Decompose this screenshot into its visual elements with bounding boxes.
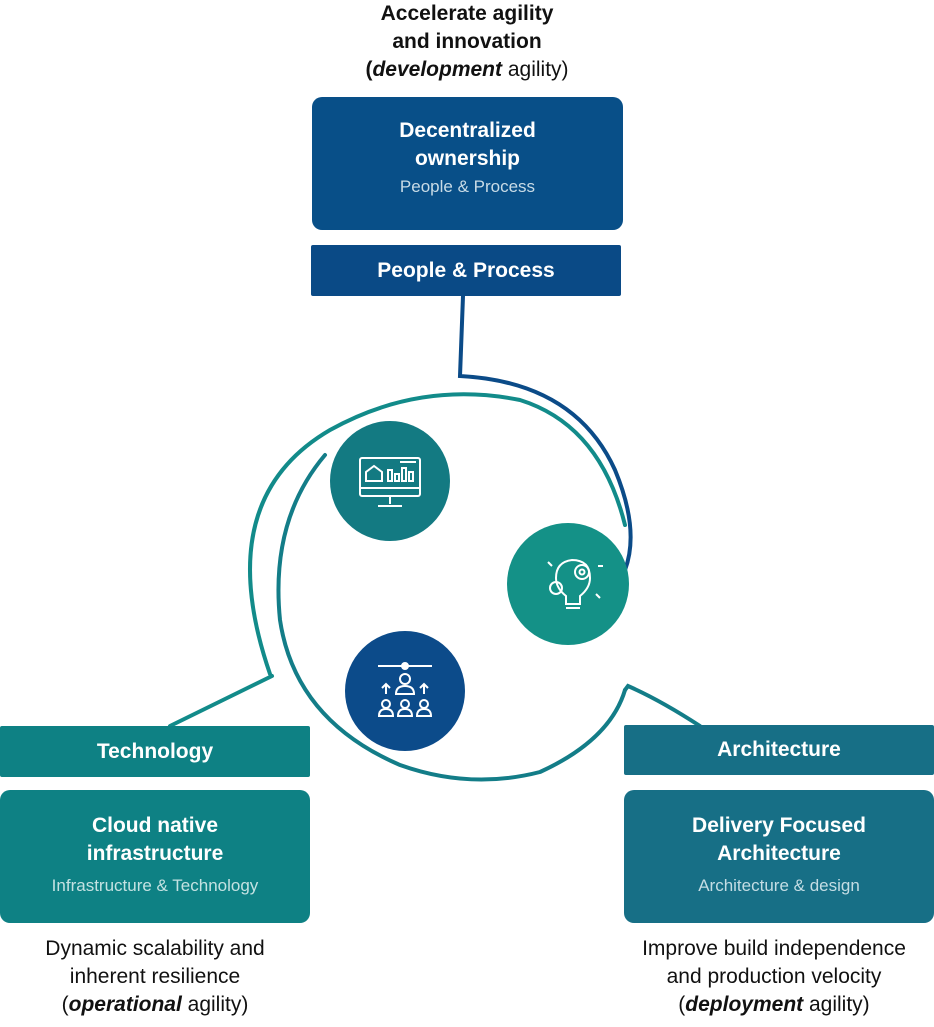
left-box-subtitle: Infrastructure & Technology xyxy=(51,876,259,895)
lightbulb-gears-icon xyxy=(547,558,603,609)
top-caption: Accelerate agility and innovation (devel… xyxy=(317,0,617,84)
left-caption-emphasis: operational xyxy=(68,993,182,1016)
left-caption-rest: agility) xyxy=(181,993,249,1016)
right-caption-paren: ( xyxy=(678,993,686,1016)
right-box-title-line2: Architecture xyxy=(717,842,841,865)
outer-ring xyxy=(248,392,627,676)
left-caption: Dynamic scalability and inherent resilie… xyxy=(5,935,305,1019)
right-caption-emphasis: deployment xyxy=(685,993,804,1016)
top-caption-line1: Accelerate agility xyxy=(380,2,554,25)
top-caption-paren: ( xyxy=(365,58,373,81)
top-caption-line2: and innovation xyxy=(392,30,542,53)
left-box-title-line2: infrastructure xyxy=(86,842,224,865)
top-caption-emphasis: development xyxy=(372,58,502,81)
delivery-focused-box: Delivery Focused Architecture Architectu… xyxy=(624,790,934,923)
right-box-subtitle: Architecture & design xyxy=(698,876,860,895)
right-caption-line2: and production velocity xyxy=(666,965,882,988)
circle-innovation xyxy=(507,523,629,645)
left-caption-line2: inherent resilience xyxy=(69,965,241,988)
right-caption-rest: agility) xyxy=(803,993,870,1016)
left-caption-line1: Dynamic scalability and xyxy=(45,937,265,960)
right-caption-line1: Improve build independence xyxy=(642,937,906,960)
dashboard-monitor-icon xyxy=(359,457,421,507)
decentralized-ownership-box: Decentralized ownership People & Process xyxy=(312,97,623,230)
left-connector xyxy=(168,674,274,728)
inner-ring xyxy=(276,453,627,782)
circle-team xyxy=(345,631,465,751)
cloud-native-box: Cloud native infrastructure Infrastructu… xyxy=(0,790,310,923)
team-hierarchy-icon xyxy=(377,662,433,717)
left-caption-paren: ( xyxy=(61,993,69,1016)
top-caption-rest: agility) xyxy=(502,58,569,81)
right-caption: Improve build independence and productio… xyxy=(614,935,934,1019)
architecture-bar: Architecture xyxy=(624,725,934,775)
technology-bar: Technology xyxy=(0,726,310,777)
top-box-title-line1: Decentralized xyxy=(399,119,536,142)
people-process-bar: People & Process xyxy=(311,245,621,296)
top-connector xyxy=(457,294,633,572)
right-box-title-line1: Delivery Focused xyxy=(692,814,866,837)
right-connector xyxy=(623,683,702,728)
circle-dashboard xyxy=(330,421,450,541)
top-box-subtitle: People & Process xyxy=(399,177,536,196)
left-box-title-line1: Cloud native xyxy=(91,814,218,837)
top-box-title-line2: ownership xyxy=(414,147,520,170)
